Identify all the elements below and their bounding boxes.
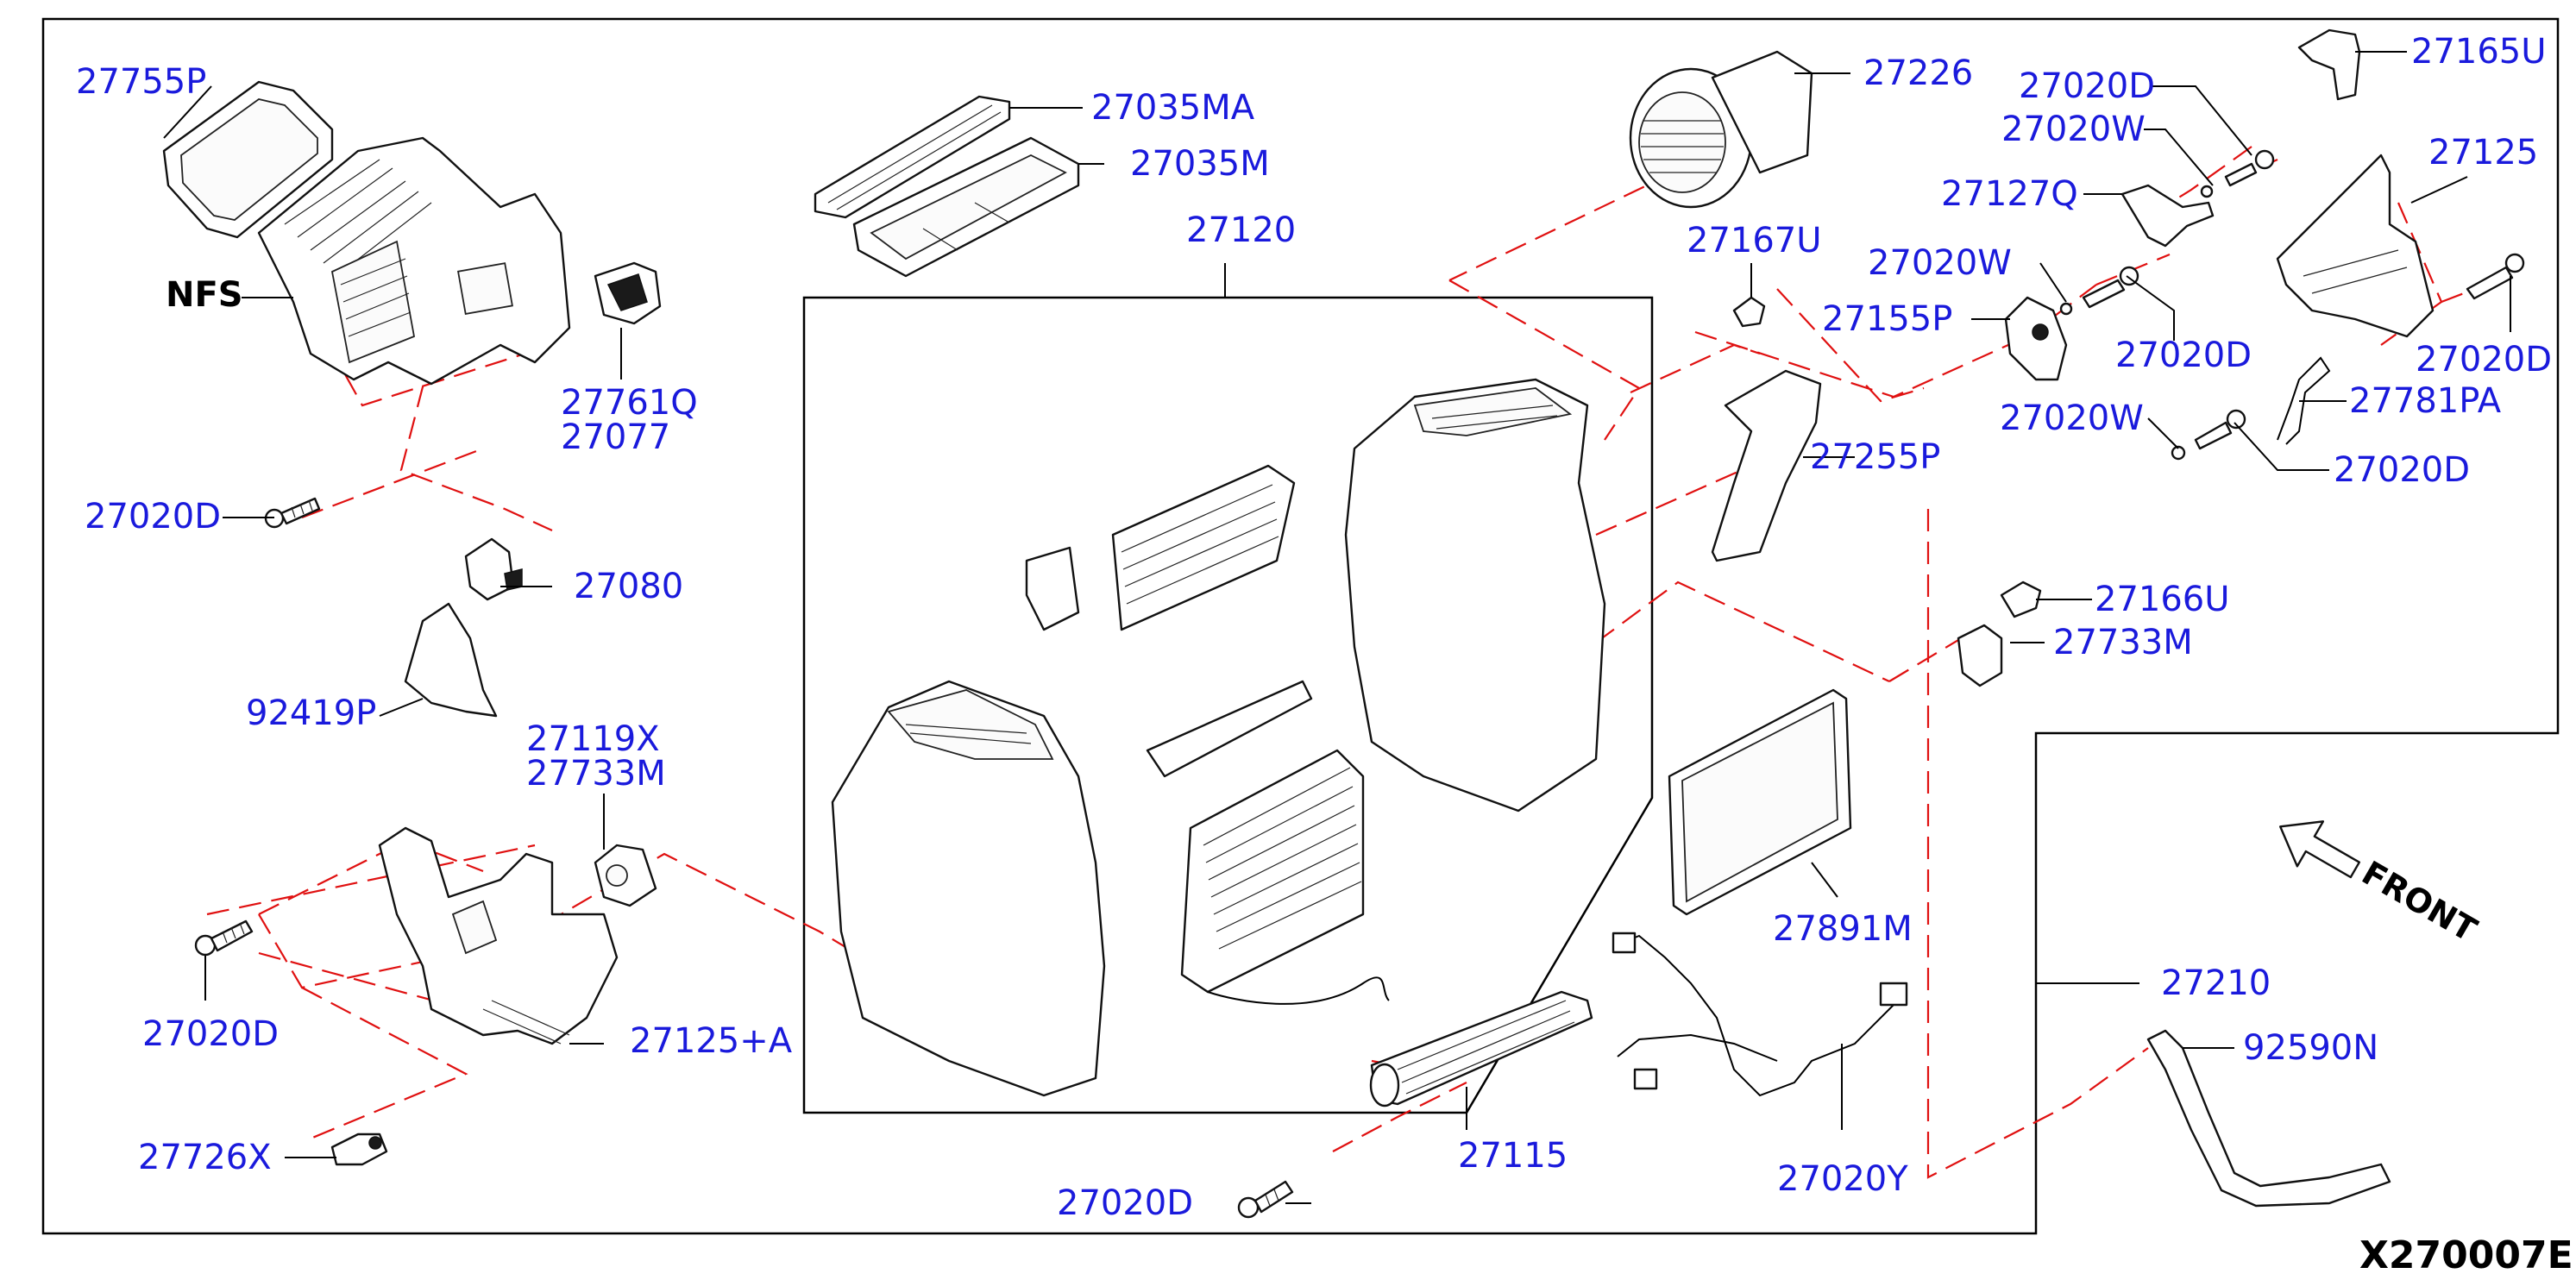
label-27119X: 27119X — [526, 719, 660, 759]
label-27020D-top: 27020D — [2019, 66, 2155, 106]
filter-27035M-part — [852, 136, 1080, 278]
screw-27020D-left-part — [264, 497, 321, 529]
fasteners-right-part — [2059, 149, 2525, 461]
label-27210: 27210 — [2161, 963, 2271, 1003]
link-27165U-part — [2297, 28, 2361, 101]
filter-27891M-part — [1668, 688, 1852, 916]
duct-27255P-part — [1711, 369, 1822, 562]
bracket-92419P-part — [404, 602, 498, 718]
diagram-frame — [41, 17, 2560, 1235]
actuator-27761Q-part — [594, 261, 662, 325]
label-27035M: 27035M — [1130, 144, 1270, 184]
sensor-27166U-part — [2000, 580, 2042, 618]
label-92419P: 92419P — [246, 693, 376, 733]
actuator-27733M-right-part — [1957, 624, 2003, 687]
sensor-27080-part — [464, 537, 523, 601]
label-27020D-right: 27020D — [2416, 340, 2552, 380]
label-27035MA: 27035MA — [1091, 88, 1255, 128]
label-27165U: 27165U — [2411, 32, 2547, 72]
harness-27020Y-part — [1612, 932, 1908, 1097]
gear-27155P-part — [2004, 296, 2068, 381]
label-27166U: 27166U — [2095, 580, 2230, 619]
label-nfs: NFS — [166, 275, 243, 315]
leader-lines — [163, 51, 2511, 1204]
screw-27020D-bottom-part — [1237, 1180, 1294, 1219]
label-27726X: 27726X — [138, 1138, 272, 1177]
clip-27167U-part — [1732, 296, 1766, 328]
lever-27127Q-part — [2120, 184, 2215, 248]
label-92590N: 92590N — [2243, 1028, 2378, 1068]
label-27755P: 27755P — [76, 62, 206, 102]
label-27020D-mid: 27020D — [2115, 336, 2252, 375]
label-27120: 27120 — [1186, 210, 1296, 250]
label-27125: 27125 — [2428, 133, 2538, 173]
clip-27781PA-part — [2277, 356, 2331, 445]
hvac-assembly-27120-part — [831, 378, 1606, 1097]
front-arrow — [2279, 820, 2361, 879]
label-27020W-low: 27020W — [2000, 398, 2144, 438]
label-27020D-bottom: 27020D — [1057, 1183, 1193, 1223]
label-27155P: 27155P — [1822, 299, 1952, 339]
screw-27020D-lower-left-part — [194, 919, 254, 957]
heater-core-27115-part — [1369, 990, 1593, 1107]
label-27167U: 27167U — [1687, 221, 1822, 260]
assembly-27120-box — [802, 296, 1654, 1114]
label-27125A: 27125+A — [630, 1021, 793, 1061]
label-27020Y: 27020Y — [1777, 1159, 1908, 1199]
duct-27125A-part — [378, 826, 619, 1045]
label-27020W-top: 27020W — [2001, 110, 2146, 149]
label-27020W-mid: 27020W — [1868, 243, 2012, 283]
label-27020D-left: 27020D — [85, 497, 221, 536]
label-27080: 27080 — [574, 567, 683, 606]
label-27127Q: 27127Q — [1941, 174, 2078, 214]
hose-92590N-part — [2146, 1029, 2391, 1208]
diagram-code: X270007E — [2359, 1233, 2573, 1277]
label-27733M-right: 27733M — [2053, 623, 2193, 662]
sensor-27726X-part — [330, 1133, 388, 1166]
label-27020D-low-right: 27020D — [2334, 450, 2470, 490]
label-27781PA: 27781PA — [2349, 381, 2502, 421]
label-front: FRONT — [2356, 854, 2484, 950]
duct-27125-part — [2276, 154, 2435, 338]
label-27020D-lower-left: 27020D — [142, 1014, 279, 1054]
blower-motor-27226-part — [1629, 50, 1813, 209]
label-27761Q: 27761Q — [561, 383, 698, 423]
label-27226: 27226 — [1863, 53, 1973, 93]
actuator-27119X-part — [594, 844, 657, 907]
filter-cover-27035MA-part — [814, 95, 1011, 219]
label-27115: 27115 — [1458, 1136, 1568, 1176]
label-27255P: 27255P — [1810, 437, 1940, 477]
label-27077: 27077 — [561, 417, 670, 457]
gasket-27755P-part — [162, 80, 334, 239]
label-27891M: 27891M — [1773, 909, 1913, 949]
intake-housing-part — [257, 136, 571, 386]
label-27733M-left: 27733M — [526, 754, 666, 794]
